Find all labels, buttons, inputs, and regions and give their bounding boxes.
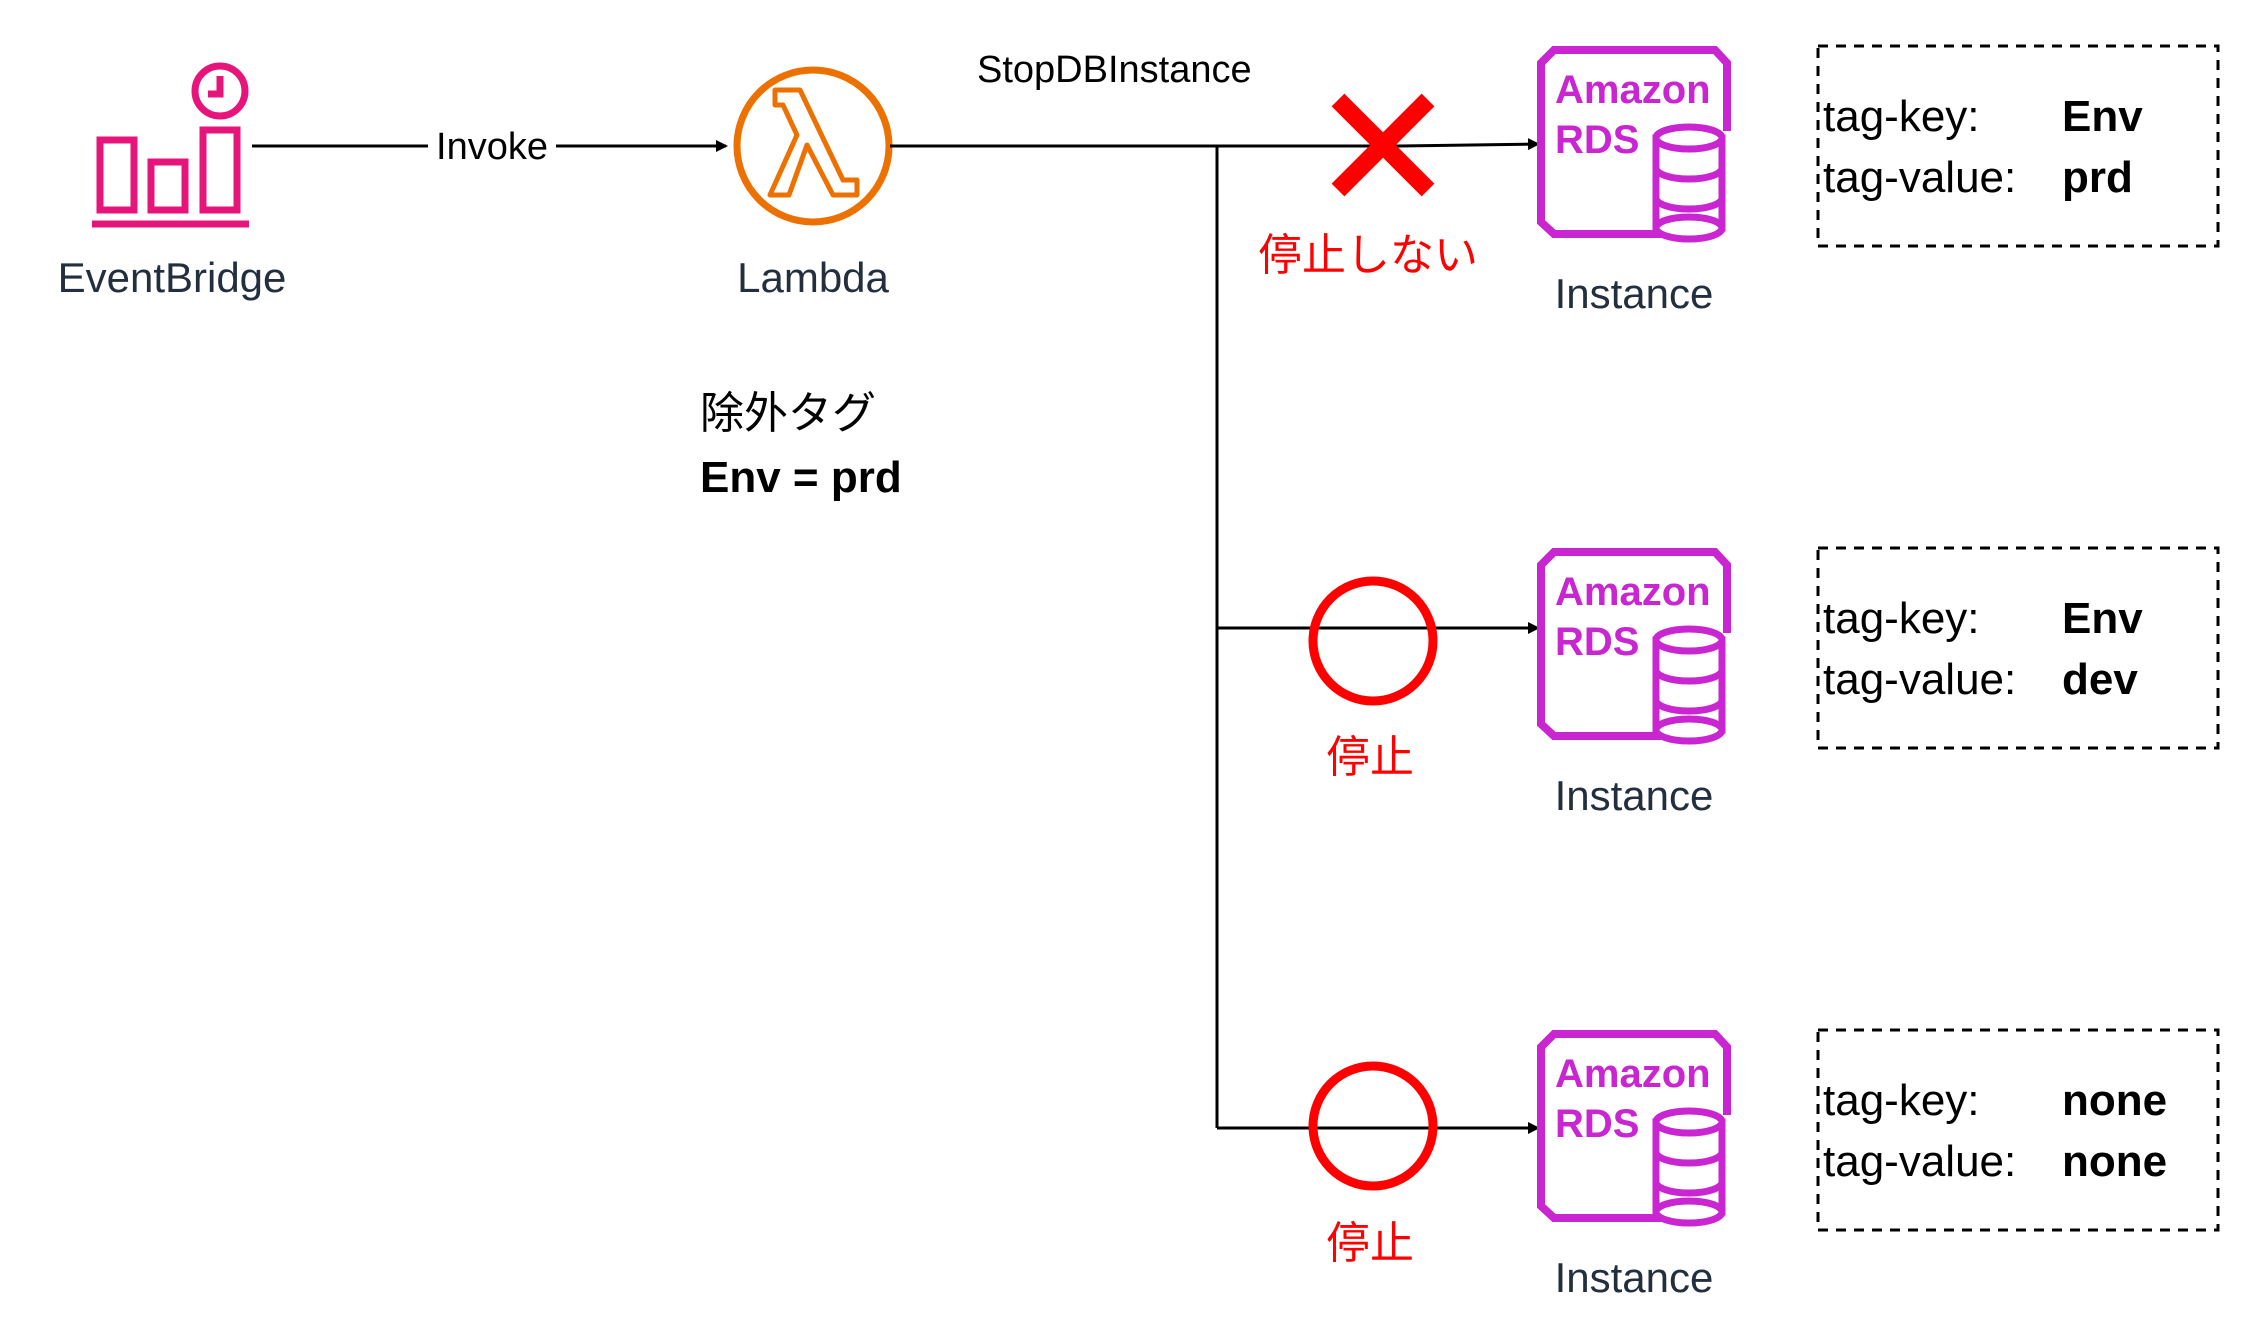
lambda-icon bbox=[733, 66, 893, 226]
rds-icon-subtitle: RDS bbox=[1555, 118, 1639, 162]
tag-value-label: tag-value: bbox=[1823, 153, 2016, 202]
rds-icon bbox=[1537, 1030, 1731, 1227]
eventbridge-icon bbox=[92, 62, 249, 228]
tag-value-value: dev bbox=[2062, 655, 2138, 704]
rds-icon bbox=[1537, 46, 1731, 243]
invoke-edge-label: Invoke bbox=[436, 126, 548, 168]
exclusion-title: 除外タグ bbox=[700, 389, 876, 438]
rds-icon-title: Amazon bbox=[1555, 570, 1711, 614]
stop-edge-label: StopDBInstance bbox=[977, 49, 1252, 91]
status-label: 停止 bbox=[1326, 1219, 1414, 1268]
invoke-label-bg bbox=[428, 122, 556, 168]
rds-icon bbox=[1537, 548, 1731, 745]
tag-key-value: Env bbox=[2062, 594, 2143, 643]
tag-box bbox=[1816, 546, 2220, 750]
tag-key-label: tag-key: bbox=[1823, 594, 1980, 643]
branch-arrow-1 bbox=[1217, 138, 1540, 151]
circle-mark-icon bbox=[1308, 576, 1438, 706]
tag-key-value: Env bbox=[2062, 92, 2143, 141]
instance-label: Instance bbox=[1555, 1254, 1714, 1301]
circle-mark-icon bbox=[1308, 1061, 1438, 1191]
tag-value-value: none bbox=[2062, 1137, 2167, 1186]
rds-icon-subtitle: RDS bbox=[1555, 620, 1639, 664]
tag-value-value: prd bbox=[2062, 153, 2133, 202]
status-label: 停止しない bbox=[1258, 231, 1478, 280]
exclusion-rule: Env = prd bbox=[700, 453, 902, 502]
tag-box bbox=[1816, 44, 2220, 248]
tag-key-value: none bbox=[2062, 1076, 2167, 1125]
instance-label: Instance bbox=[1555, 772, 1714, 819]
rds-icon-title: Amazon bbox=[1555, 68, 1711, 112]
cross-mark-icon bbox=[1331, 93, 1435, 197]
tag-value-label: tag-value: bbox=[1823, 655, 2016, 704]
tag-box bbox=[1816, 1028, 2220, 1232]
rds-icon-title: Amazon bbox=[1555, 1052, 1711, 1096]
tag-value-label: tag-value: bbox=[1823, 1137, 2016, 1186]
status-label: 停止 bbox=[1326, 733, 1414, 782]
rds-icon-subtitle: RDS bbox=[1555, 1102, 1639, 1146]
eventbridge-label: EventBridge bbox=[58, 254, 287, 301]
tag-key-label: tag-key: bbox=[1823, 1076, 1980, 1125]
lambda-label: Lambda bbox=[737, 254, 889, 301]
tag-key-label: tag-key: bbox=[1823, 92, 1980, 141]
instance-label: Instance bbox=[1555, 270, 1714, 317]
